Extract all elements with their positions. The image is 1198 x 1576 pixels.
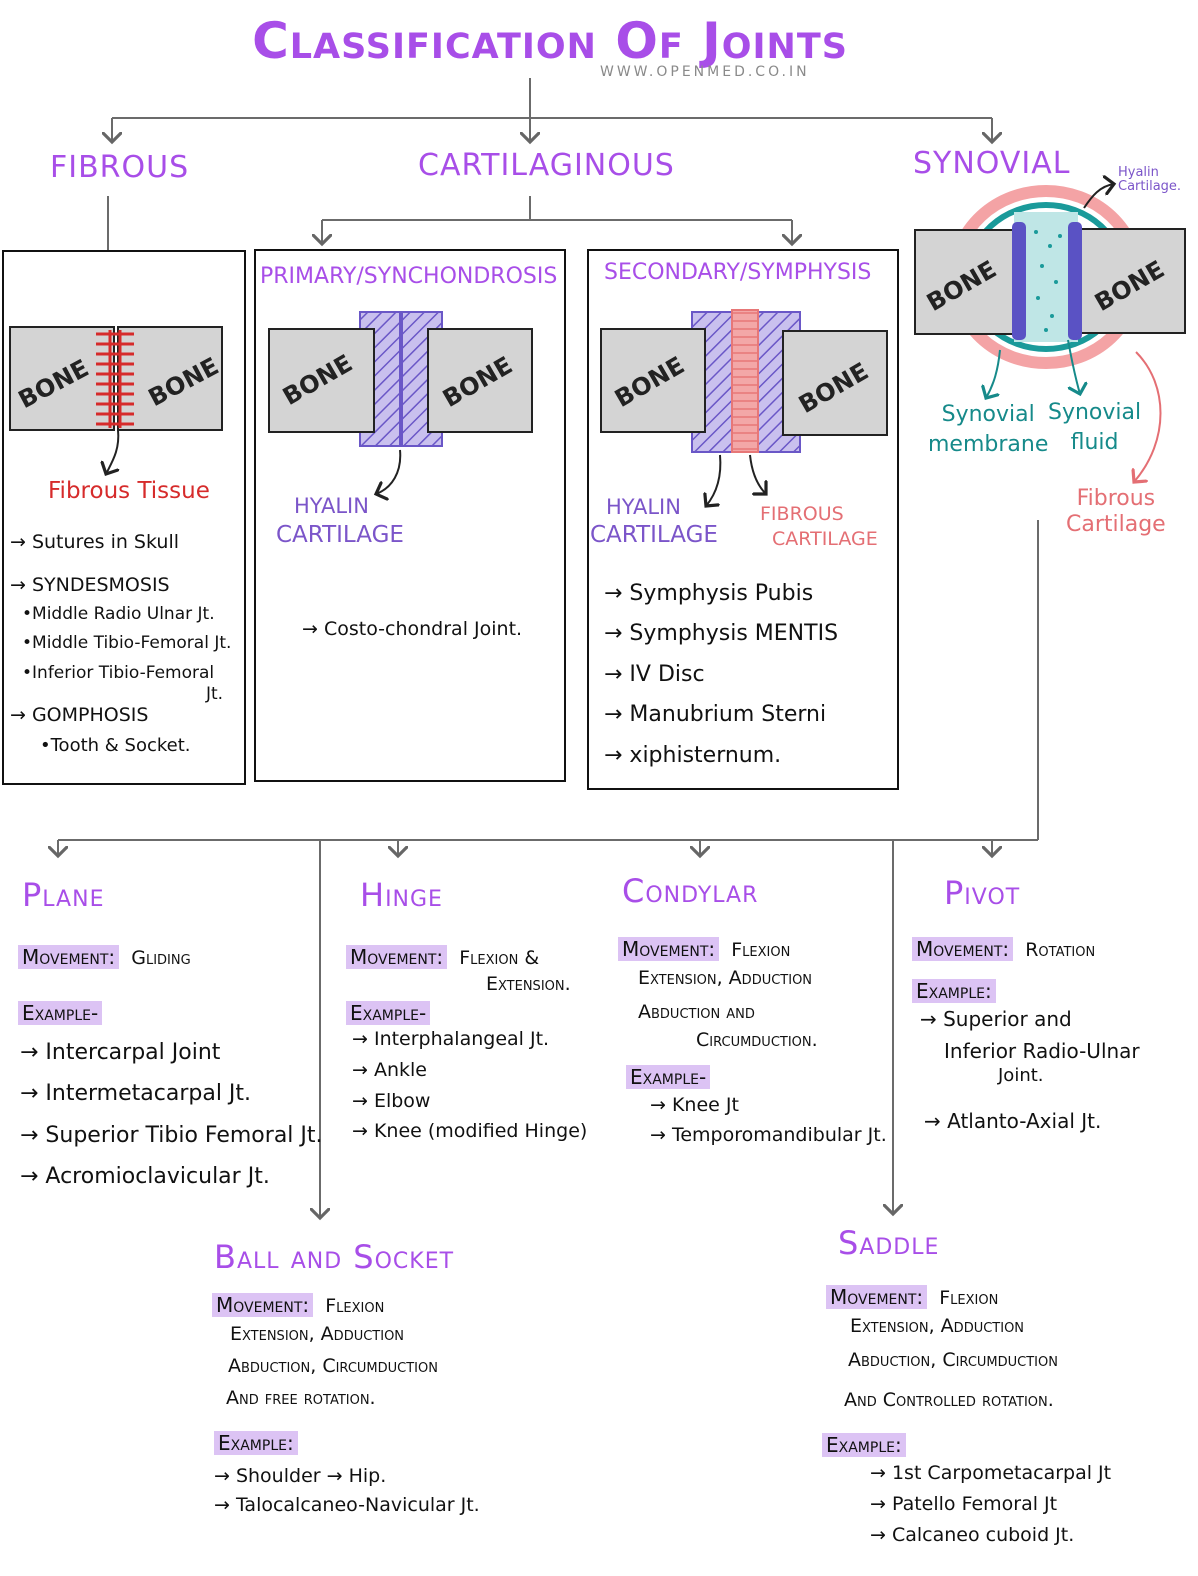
saddle-movement-3: Abduction, Circumduction bbox=[848, 1349, 1058, 1371]
plane-heading: Plane bbox=[22, 876, 105, 914]
secondary-item: → Symphysis Pubis bbox=[604, 581, 814, 606]
hinge-example: → Ankle bbox=[352, 1058, 427, 1081]
primary-cartilage-label: CARTILAGE bbox=[276, 522, 404, 548]
hinge-movement: Movement: Flexion & bbox=[346, 940, 539, 974]
primary-heading: PRIMARY/SYNCHONDROSIS bbox=[260, 264, 558, 289]
hinge-example: → Elbow bbox=[352, 1089, 431, 1112]
synovial-hyalin-label: Hyalin Cartilage. bbox=[1118, 165, 1182, 195]
fibrous-item: → GOMPHOSIS bbox=[10, 704, 149, 726]
fibrous-item: → Sutures in Skull bbox=[10, 531, 180, 553]
fibrous-joint-drawing bbox=[9, 326, 223, 474]
ball-movement-2: Extension, Adduction bbox=[230, 1323, 405, 1345]
fibrous-item: •Middle Tibio-Femoral Jt. bbox=[22, 633, 232, 653]
plane-example: → Acromioclavicular Jt. bbox=[20, 1164, 270, 1190]
synovial-fibrous-label: Fibrous Cartilage bbox=[1066, 486, 1166, 538]
condylar-examples: → Knee Jt → Temporomandibular Jt. bbox=[650, 1090, 887, 1151]
hinge-example: → Interphalangeal Jt. bbox=[352, 1028, 550, 1050]
saddle-movement-4: And Controlled rotation. bbox=[844, 1389, 1054, 1411]
hinge-example: → Knee (modified Hinge) bbox=[352, 1120, 588, 1143]
saddle-example-label: Example: bbox=[822, 1428, 906, 1462]
ball-examples: → Shoulder → Hip. → Talocalcaneo-Navicul… bbox=[214, 1462, 480, 1521]
saddle-movement: Movement: Flexion bbox=[826, 1280, 998, 1314]
secondary-item: → IV Disc bbox=[604, 661, 705, 687]
page-title: Classification Of Joints bbox=[252, 12, 848, 70]
secondary-fibrous-label: FIBROUS bbox=[760, 503, 844, 525]
saddle-movement-2: Extension, Adduction bbox=[850, 1315, 1025, 1337]
pivot-heading: Pivot bbox=[944, 874, 1021, 912]
secondary-item: → xiphisternum. bbox=[604, 742, 782, 768]
site-url: WWW.OPENMED.CO.IN bbox=[600, 64, 810, 80]
pivot-example-1: → Superior and bbox=[920, 1007, 1072, 1031]
ball-movement-3: Abduction, Circumduction bbox=[228, 1355, 438, 1377]
condylar-movement-3: Abduction and bbox=[638, 1001, 755, 1023]
secondary-hyalin-label: HYALIN bbox=[606, 495, 681, 519]
saddle-heading: Saddle bbox=[838, 1224, 940, 1262]
hinge-example-label: Example- bbox=[346, 996, 431, 1030]
saddle-example: → Calcaneo cuboid Jt. bbox=[870, 1523, 1075, 1546]
pivot-example-4: → Atlanto-Axial Jt. bbox=[924, 1109, 1102, 1133]
primary-box bbox=[254, 249, 566, 782]
hinge-heading: Hinge bbox=[360, 876, 443, 914]
saddle-example: → 1st Carpometacarpal Jt bbox=[870, 1462, 1112, 1484]
pivot-example-label: Example: bbox=[912, 974, 996, 1008]
condylar-movement-4: Circumduction. bbox=[696, 1029, 818, 1051]
secondary-cartilage-label: CARTILAGE bbox=[590, 522, 718, 548]
synovial-fluid-label: Synovial fluid bbox=[1048, 400, 1142, 455]
ball-example: → Shoulder → Hip. bbox=[214, 1465, 387, 1487]
movement-label: Movement: bbox=[18, 945, 120, 969]
condylar-example: → Temporomandibular Jt. bbox=[650, 1124, 887, 1147]
synovial-joint-drawing bbox=[914, 184, 1186, 482]
saddle-example: → Patello Femoral Jt bbox=[870, 1492, 1058, 1515]
pivot-movement: Movement: Rotation bbox=[912, 932, 1095, 966]
plane-example: → Intercarpal Joint bbox=[20, 1040, 221, 1065]
primary-example: → Costo-chondral Joint. bbox=[302, 618, 523, 640]
synovial-membrane-label: Synovial membrane bbox=[928, 402, 1049, 457]
primary-hyalin-label: HYALIN bbox=[294, 494, 369, 518]
pivot-example-2: Inferior Radio-Ulnar bbox=[944, 1039, 1140, 1063]
secondary-box bbox=[587, 249, 899, 790]
plane-example: → Intermetacarpal Jt. bbox=[20, 1081, 252, 1107]
fibrous-heading: FIBROUS bbox=[50, 150, 190, 185]
condylar-example: → Knee Jt bbox=[650, 1094, 739, 1116]
primary-joint-drawing bbox=[268, 311, 533, 494]
secondary-joint-drawing bbox=[600, 309, 888, 506]
condylar-movement-2: Extension, Adduction bbox=[638, 967, 813, 989]
saddle-examples: → 1st Carpometacarpal Jt → Patello Femor… bbox=[870, 1458, 1111, 1550]
fibrous-box bbox=[2, 250, 246, 785]
plane-example-label: Example- bbox=[18, 996, 103, 1030]
ball-movement: Movement: Flexion bbox=[212, 1288, 384, 1322]
ball-example-label: Example: bbox=[214, 1426, 298, 1460]
cartilaginous-heading: CARTILAGINOUS bbox=[418, 148, 675, 183]
ball-example: → Talocalcaneo-Navicular Jt. bbox=[214, 1494, 480, 1517]
fibrous-item: → SYNDESMOSIS bbox=[10, 574, 170, 596]
secondary-heading: SECONDARY/SYMPHYSIS bbox=[604, 260, 872, 285]
secondary-list: → Symphysis Pubis → Symphysis MENTIS → I… bbox=[604, 574, 838, 776]
fibrous-item: •Inferior Tibio-Femoral bbox=[22, 663, 215, 683]
fibrous-item: •Tooth & Socket. bbox=[40, 735, 191, 756]
pivot-example-3: Joint. bbox=[998, 1065, 1044, 1086]
fibrous-item: •Middle Radio Ulnar Jt. bbox=[22, 604, 215, 624]
hinge-movement-2: Extension. bbox=[486, 973, 571, 995]
ball-socket-heading: Ball and Socket bbox=[214, 1238, 455, 1276]
condylar-movement: Movement: Flexion bbox=[618, 932, 790, 966]
plane-example: → Superior Tibio Femoral Jt. bbox=[20, 1122, 323, 1148]
secondary-item: → Manubrium Sterni bbox=[604, 702, 827, 728]
ball-movement-4: And free rotation. bbox=[226, 1387, 376, 1409]
secondary-fibrous-cartilage-label: CARTILAGE bbox=[772, 528, 878, 550]
fibrous-item: Jt. bbox=[206, 684, 224, 704]
synovial-heading: SYNOVIAL bbox=[913, 146, 1071, 181]
condylar-heading: Condylar bbox=[622, 872, 759, 910]
plane-movement: Movement: Gliding bbox=[18, 940, 191, 974]
plane-examples: → Intercarpal Joint → Intermetacarpal Jt… bbox=[20, 1032, 323, 1197]
condylar-example-label: Example- bbox=[626, 1060, 711, 1094]
secondary-item: → Symphysis MENTIS bbox=[604, 621, 839, 647]
fibrous-tissue-label: Fibrous Tissue bbox=[48, 478, 210, 504]
hinge-examples: → Interphalangeal Jt. → Ankle → Elbow → … bbox=[352, 1024, 587, 1147]
